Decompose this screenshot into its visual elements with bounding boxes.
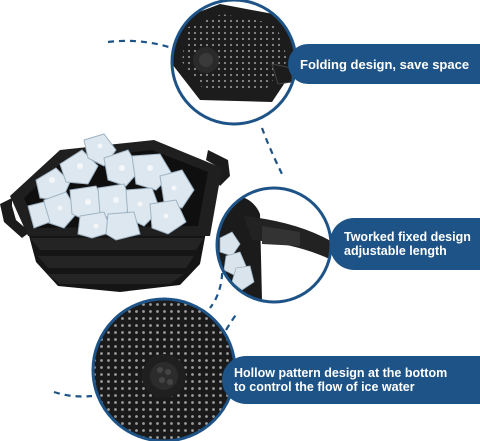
hexagon-strainer-closeup bbox=[170, 0, 298, 126]
handle-closeup bbox=[215, 186, 333, 304]
ice-bucket-product bbox=[0, 133, 230, 292]
callout-text-line-2: adjustable length bbox=[344, 244, 447, 258]
drain-holes-closeup bbox=[91, 297, 237, 441]
callout-text: Folding design, save space bbox=[300, 56, 470, 72]
callout-text-line-2: to control the flow of ice water bbox=[234, 380, 415, 394]
callout-folding-design: Folding design, save space bbox=[288, 44, 480, 84]
callout-handle-design: Tworked fixed design adjustable length bbox=[330, 218, 480, 270]
callout-text-line-1: Tworked fixed design bbox=[344, 230, 471, 244]
callout-hollow-pattern: Hollow pattern design at the bottom to c… bbox=[222, 356, 480, 404]
callout-text-line-1: Hollow pattern design at the bottom bbox=[234, 366, 448, 380]
